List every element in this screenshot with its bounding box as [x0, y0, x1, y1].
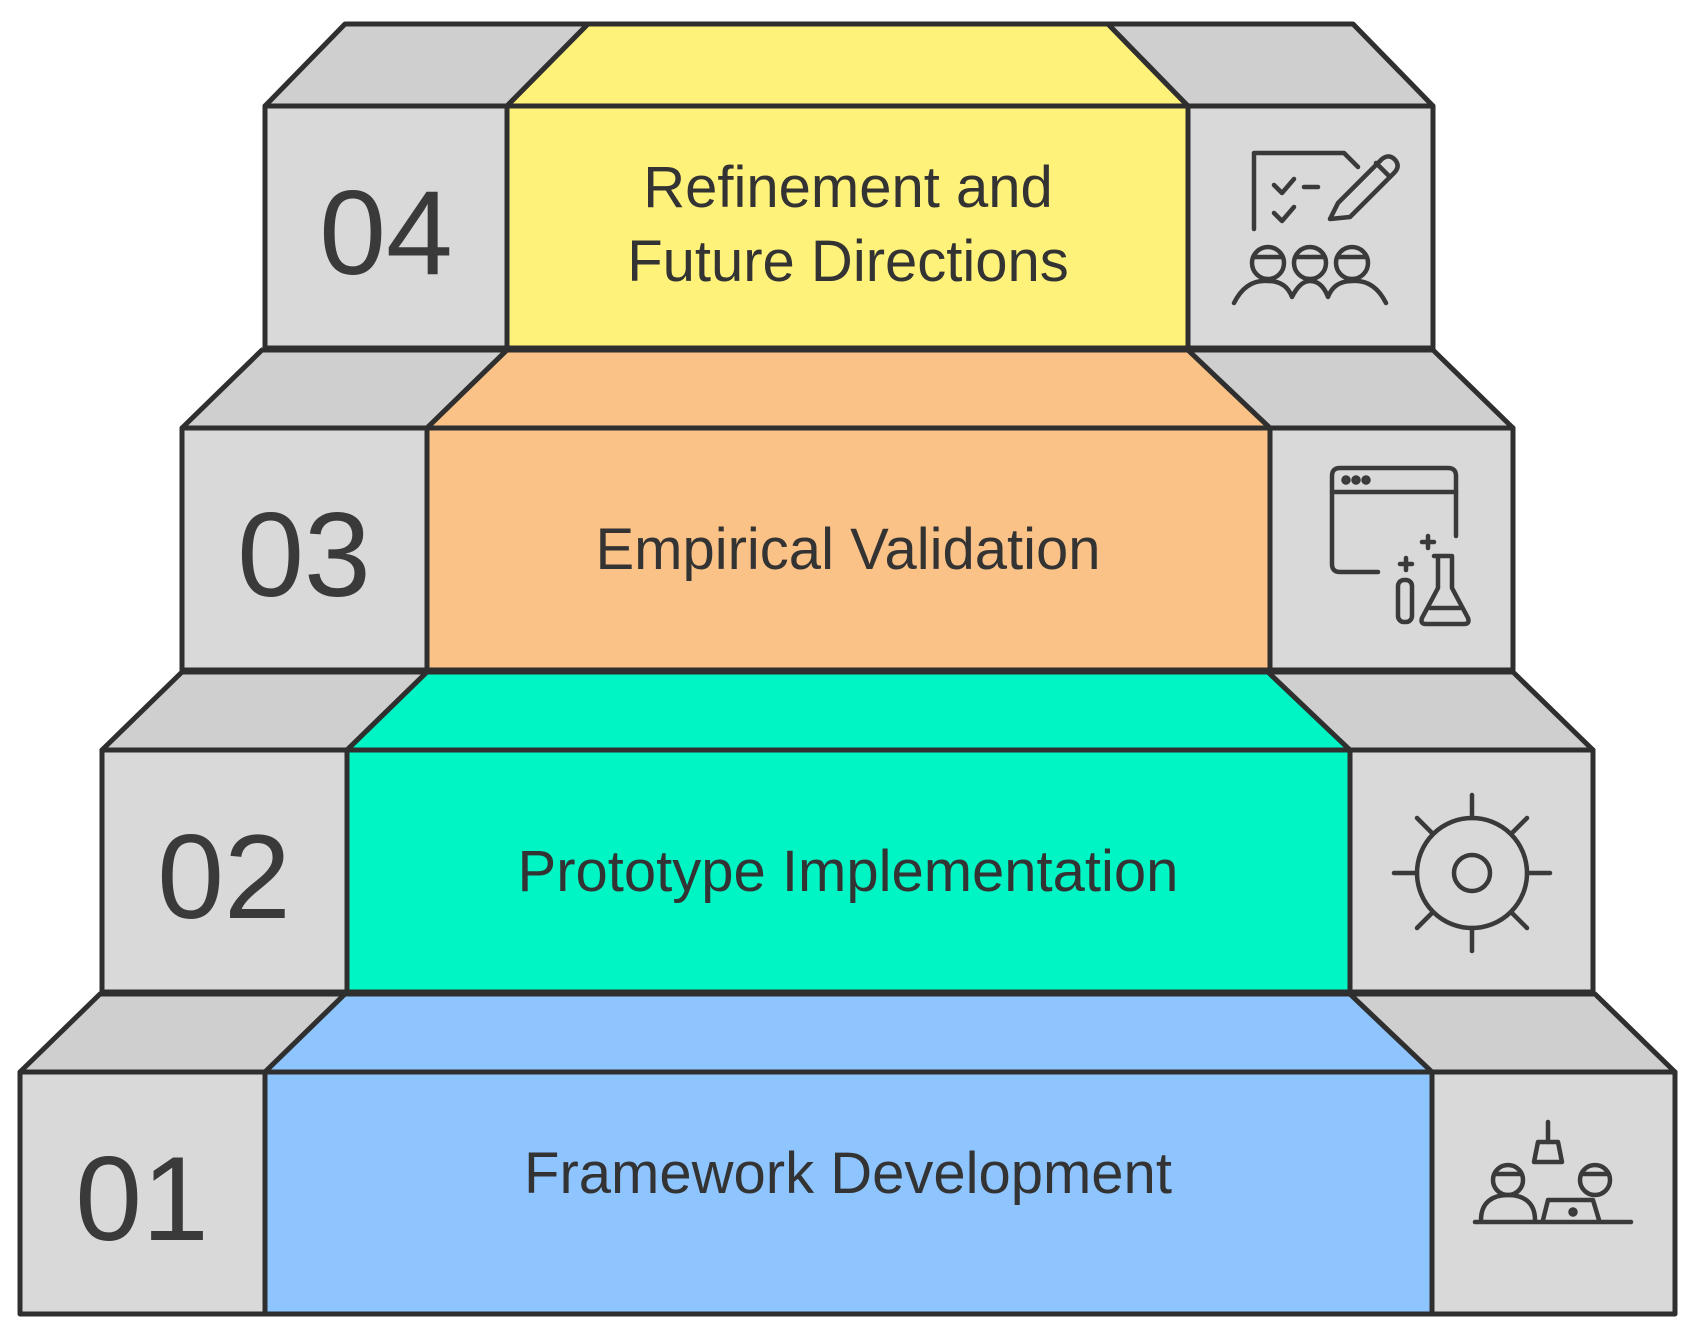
step-01-number: 01 — [75, 1132, 208, 1266]
step-02-number: 02 — [157, 810, 290, 944]
step-03-number: 03 — [237, 488, 370, 622]
step-01-icon-block — [1429, 1069, 1678, 1317]
step-04-number: 04 — [319, 166, 452, 300]
step-02-center-top — [344, 669, 1353, 753]
step-02-number-block — [99, 747, 350, 995]
step-03-center-top — [424, 347, 1273, 431]
step-03-label: Empirical Validation — [595, 517, 1100, 582]
step-03-number-block — [179, 425, 430, 673]
step-02-icon-block — [1347, 747, 1596, 995]
team-meeting-icon — [1472, 1119, 1634, 1225]
label-line: Empirical Validation — [595, 517, 1100, 582]
step-04-icon-block — [1185, 103, 1436, 351]
step-01-label-panel — [262, 1069, 1435, 1317]
step-04-number-block — [262, 103, 510, 351]
label-line: Framework Development — [524, 1141, 1172, 1206]
step-04-label-panel — [504, 103, 1191, 351]
label-line: Prototype Implementation — [518, 839, 1179, 904]
step-03: 03 Empirical Validation — [179, 347, 1516, 673]
browser-lab-flask-icon — [1329, 465, 1471, 627]
step-01-label: Framework Development — [524, 1141, 1172, 1206]
step-01-center-top — [262, 991, 1435, 1075]
step-02-label: Prototype Implementation — [518, 839, 1179, 904]
label-line: Future Directions — [627, 229, 1069, 294]
step-03-label-panel — [424, 425, 1273, 673]
checklist-team-icon — [1231, 150, 1400, 306]
step-02: 02 Prototype Implementation — [99, 669, 1596, 995]
step-02-label-panel — [344, 747, 1353, 995]
step-01: 01 Framework Development — [17, 991, 1678, 1317]
step-04-center-top — [504, 21, 1191, 109]
gear-icon — [1391, 792, 1553, 954]
label-line: Refinement and — [643, 155, 1052, 220]
step-03-icon-block — [1267, 425, 1516, 673]
step-01-number-block — [17, 1069, 268, 1317]
